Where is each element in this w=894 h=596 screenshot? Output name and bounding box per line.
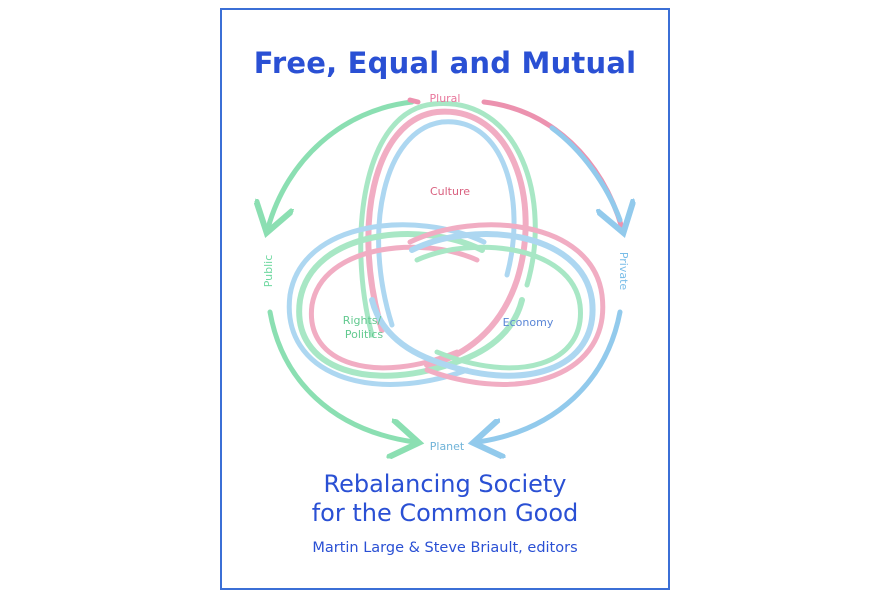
trefoil-knot	[286, 101, 606, 387]
loop-rights	[296, 231, 525, 379]
book-subtitle: Rebalancing Society for the Common Good	[222, 470, 668, 528]
arrow-public-planet	[267, 309, 414, 442]
arrow-plural-public	[268, 99, 415, 228]
label-private: Private	[617, 252, 630, 291]
outer-arrows	[267, 97, 623, 442]
label-rights: Rights/	[343, 314, 382, 327]
label-planet: Planet	[430, 440, 465, 453]
book-cover: Free, Equal and Mutual	[220, 8, 670, 590]
label-plural: Plural	[430, 92, 461, 105]
book-title: Free, Equal and Mutual	[253, 46, 637, 80]
loop-economy	[369, 231, 596, 379]
subtitle-line-2: for the Common Good	[311, 499, 579, 527]
loop-culture	[365, 108, 529, 368]
arrow-private-planet	[478, 309, 623, 442]
trefoil-diagram: Plural Private Planet Public Culture Rig…	[222, 92, 668, 470]
subtitle-line-1: Rebalancing Society	[323, 470, 567, 498]
label-public: Public	[262, 255, 275, 288]
label-politics: Politics	[345, 328, 384, 341]
label-economy: Economy	[503, 316, 554, 329]
label-culture: Culture	[430, 185, 470, 198]
book-editors: Martin Large & Steve Briault, editors	[312, 540, 578, 556]
